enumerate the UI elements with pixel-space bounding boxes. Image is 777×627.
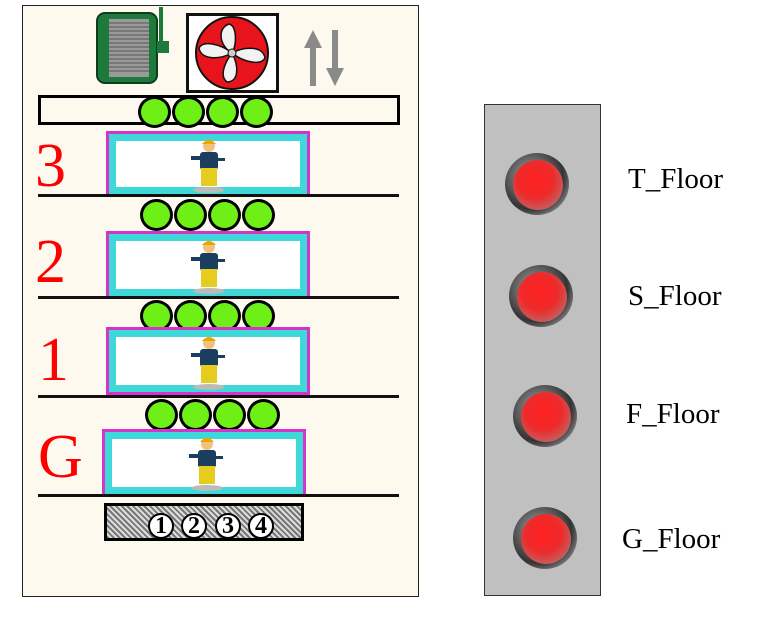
indicator-light bbox=[208, 199, 241, 231]
indicator-light bbox=[140, 199, 173, 231]
button-light bbox=[517, 272, 567, 322]
indicator-light bbox=[174, 300, 207, 332]
counter-base: 1 2 3 4 bbox=[104, 503, 304, 541]
worker-icon bbox=[191, 140, 225, 193]
indicator-light bbox=[140, 300, 173, 332]
indicator-lights-2 bbox=[140, 300, 276, 332]
button-light bbox=[513, 160, 563, 210]
indicator-lights-top bbox=[138, 96, 274, 128]
t-floor-label: T_Floor bbox=[628, 163, 724, 195]
elevator-car-floor-g[interactable] bbox=[102, 429, 306, 497]
up-down-arrows-icon bbox=[304, 30, 344, 86]
fan-icon bbox=[195, 16, 269, 90]
elevator-car-floor-2[interactable] bbox=[106, 231, 310, 299]
indicator-light bbox=[179, 399, 212, 431]
elevator-car-floor-1[interactable] bbox=[106, 327, 310, 395]
worker-icon bbox=[189, 438, 223, 491]
floor-label-3: 3 bbox=[35, 132, 66, 200]
motor-icon bbox=[96, 7, 169, 84]
floor-line-3 bbox=[38, 194, 399, 197]
indicator-light bbox=[240, 96, 273, 128]
worker-icon bbox=[191, 337, 225, 390]
indicator-light bbox=[213, 399, 246, 431]
indicator-lights-3 bbox=[140, 199, 276, 231]
floor-line-g bbox=[38, 494, 399, 497]
indicator-lights-1 bbox=[145, 399, 281, 431]
indicator-light bbox=[138, 96, 171, 128]
counter-number-3: 3 bbox=[215, 513, 241, 539]
counter-number-2: 2 bbox=[181, 513, 207, 539]
button-light bbox=[521, 392, 571, 442]
floor-label-1: 1 bbox=[38, 326, 69, 394]
counter-number-1: 1 bbox=[148, 513, 174, 539]
floor-line-2 bbox=[38, 296, 399, 299]
elevator-car-floor-3[interactable] bbox=[106, 131, 310, 197]
floor-label-g: G bbox=[38, 423, 83, 491]
g-floor-label: G_Floor bbox=[622, 523, 721, 555]
worker-icon bbox=[191, 241, 225, 294]
g-floor-button[interactable] bbox=[513, 507, 577, 569]
indicator-light bbox=[172, 96, 205, 128]
indicator-light bbox=[206, 96, 239, 128]
t-floor-button[interactable] bbox=[505, 153, 569, 215]
floor-line-1 bbox=[38, 395, 399, 398]
fan-housing bbox=[186, 13, 279, 93]
s-floor-label: S_Floor bbox=[628, 280, 722, 312]
indicator-light bbox=[145, 399, 178, 431]
button-light bbox=[521, 514, 571, 564]
indicator-light bbox=[174, 199, 207, 231]
indicator-light bbox=[242, 199, 275, 231]
counter-number-4: 4 bbox=[248, 513, 274, 539]
f-floor-button[interactable] bbox=[513, 385, 577, 447]
s-floor-button[interactable] bbox=[509, 265, 573, 327]
floor-label-2: 2 bbox=[35, 228, 66, 296]
f-floor-label: F_Floor bbox=[626, 398, 720, 430]
indicator-light bbox=[247, 399, 280, 431]
